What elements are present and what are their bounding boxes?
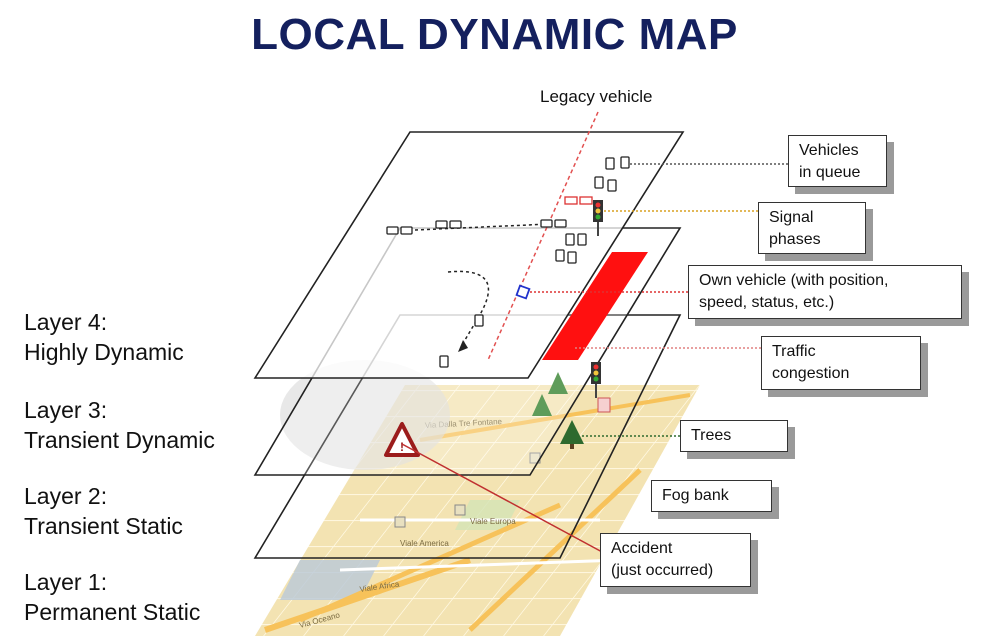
callout-text: Trees	[691, 427, 732, 444]
car-icon	[554, 219, 567, 228]
car-icon	[439, 355, 449, 368]
map-road-1	[264, 557, 471, 633]
vehicle-trail	[414, 223, 551, 231]
layer3-label: Layer 3: Transient Dynamic	[24, 395, 215, 455]
layer3-name: Transient Dynamic	[24, 427, 215, 453]
callout-text: Traffic	[772, 343, 816, 360]
trail-arrow	[458, 340, 468, 352]
car-icon	[620, 156, 630, 169]
map-poi-icon	[394, 516, 406, 528]
layer1-number: Layer 1:	[24, 569, 108, 595]
map-street-label: Viale America	[400, 539, 449, 548]
car-icon	[540, 219, 553, 228]
car-icon	[449, 220, 462, 229]
layer1-map: Via Dalla Tre Fontane Viale Europa Viale…	[255, 385, 700, 636]
callout-vehicles-queue: Vehicles in queue	[788, 135, 887, 187]
layer3-number: Layer 3:	[24, 397, 108, 423]
signal-marker-icon	[597, 397, 611, 413]
callout-fog-bank: Fog bank	[651, 480, 772, 512]
vehicles	[386, 156, 630, 368]
tree-icon	[548, 372, 568, 394]
callout-text: Signal	[769, 209, 814, 226]
layer1-name: Permanent Static	[24, 599, 201, 625]
layer2-label: Layer 2: Transient Static	[24, 481, 183, 541]
callout-text: Accident	[611, 540, 673, 557]
callout-text: congestion	[772, 365, 850, 382]
car-icon	[577, 233, 587, 246]
callout-traffic-congestion: Traffic congestion	[761, 336, 921, 390]
callout-text: (just occurred)	[611, 562, 714, 579]
layer1-label: Layer 1: Permanent Static	[24, 567, 200, 627]
car-icon	[435, 220, 448, 229]
callout-text: in queue	[799, 164, 861, 181]
car-icon	[567, 251, 577, 264]
map-road-3	[468, 468, 642, 632]
layer4-plane	[253, 131, 685, 379]
callout-trees: Trees	[680, 420, 788, 452]
map-road-6	[339, 558, 621, 572]
map-street-label: Viale Europa	[470, 517, 516, 526]
map-poi-icon	[454, 504, 466, 516]
car-icon	[607, 179, 617, 192]
car-icon	[386, 226, 399, 235]
connector-accident	[401, 443, 605, 554]
callout-text: speed, status, etc.)	[699, 294, 835, 311]
map-road-2	[298, 502, 562, 623]
layer4-number: Layer 4:	[24, 309, 108, 335]
traffic-signal-icon	[593, 200, 603, 236]
callout-text: Fog bank	[662, 487, 729, 504]
tree-icon	[532, 394, 552, 416]
page-title: LOCAL DYNAMIC MAP	[251, 10, 738, 59]
callout-text: phases	[769, 231, 821, 248]
legacy-vehicle-icon	[564, 196, 578, 205]
car-icon	[594, 176, 604, 189]
layer4-name: Highly Dynamic	[24, 339, 184, 365]
accident-icon: !	[384, 422, 420, 457]
car-icon	[605, 157, 615, 170]
car-icon	[555, 249, 565, 262]
legacy-vehicle-path	[487, 111, 599, 361]
car-icon	[474, 314, 484, 327]
map-park	[455, 500, 520, 530]
legacy-vehicle-label: Legacy vehicle	[540, 87, 653, 106]
legacy-vehicle-icon	[579, 196, 593, 205]
layer2-name: Transient Static	[24, 513, 183, 539]
own-vehicle-icon	[515, 284, 531, 300]
callout-signal-phases: Signal phases	[758, 202, 866, 254]
layer4-label: Layer 4: Highly Dynamic	[24, 307, 184, 367]
callout-text: Vehicles	[799, 142, 859, 159]
layer2-number: Layer 2:	[24, 483, 108, 509]
svg-text:!: !	[400, 440, 404, 454]
callout-text: Own vehicle (with position,	[699, 272, 889, 289]
map-road-4	[419, 393, 691, 442]
traffic-signal-icon	[591, 362, 601, 398]
car-icon	[400, 226, 413, 235]
callout-own-vehicle: Own vehicle (with position, speed, statu…	[688, 265, 962, 319]
callout-accident: Accident (just occurred)	[600, 533, 751, 587]
tree-icons	[532, 372, 584, 449]
traffic-congestion-block	[542, 252, 648, 360]
tree-icon	[560, 420, 584, 444]
car-icon	[565, 233, 575, 246]
